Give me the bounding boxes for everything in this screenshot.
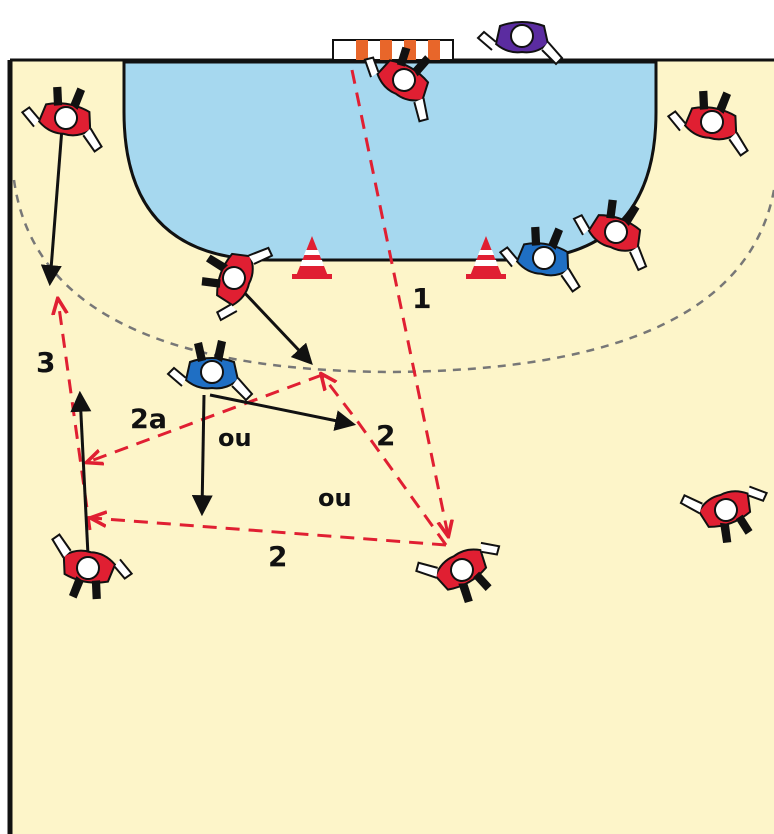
- pass-2-upper-label: 2: [376, 419, 395, 452]
- goal-icon: [332, 39, 454, 61]
- pass-1-label: 1: [412, 282, 431, 315]
- pass-3-label: 3: [36, 346, 55, 379]
- pass-2a-label: 2a: [130, 404, 167, 435]
- pass-1-line: [350, 69, 448, 535]
- run-arrow-low-wing: [70, 390, 92, 556]
- run-arrow-defender-right: [209, 393, 357, 431]
- pass-2-lower-label: 2: [268, 540, 287, 573]
- run-arrow-left-wing: [40, 127, 64, 287]
- or-label: ou: [318, 484, 352, 512]
- player-topdown-icon: [477, 21, 563, 65]
- run-arrow-back: [238, 286, 313, 366]
- pass-2-lower-line: [92, 518, 447, 547]
- pass-3-line: [58, 300, 92, 531]
- run-arrows: [40, 127, 357, 556]
- or-label: ou: [218, 424, 252, 452]
- run-arrow-defender-down: [191, 394, 213, 517]
- pass-2-upper-line: [322, 375, 448, 546]
